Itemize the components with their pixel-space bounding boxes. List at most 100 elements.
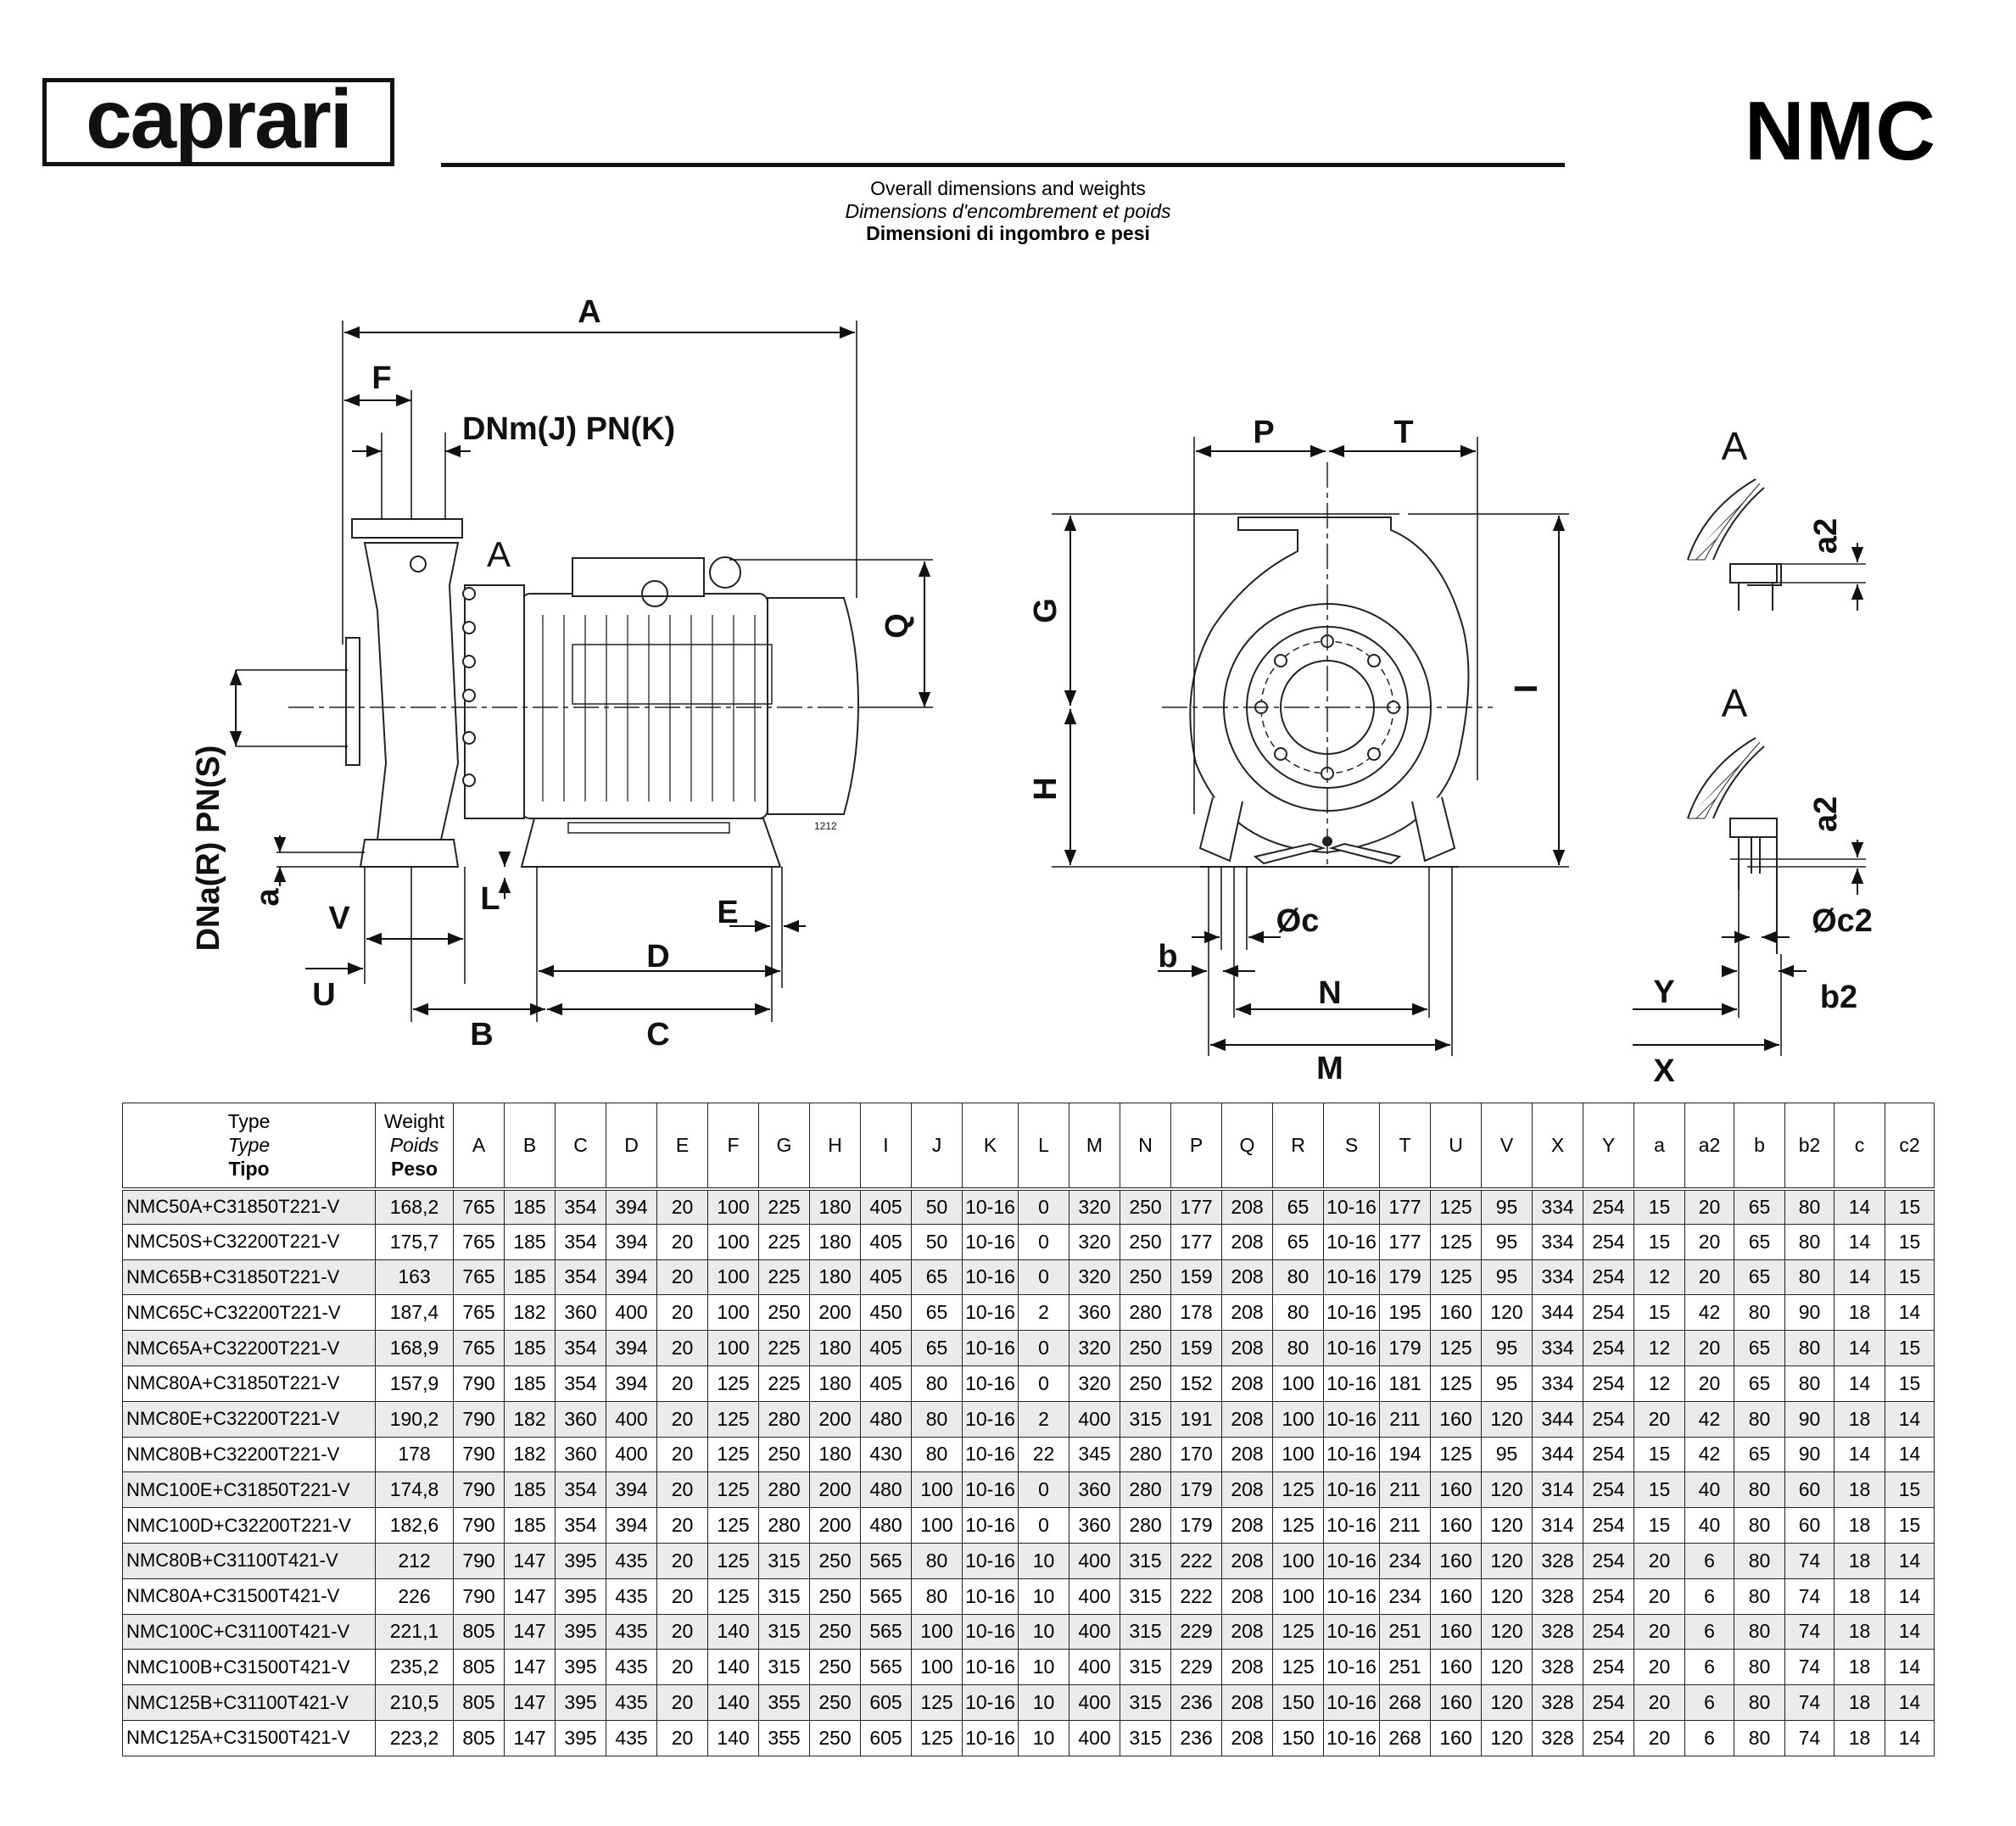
cell-x: 328 [1532,1649,1583,1686]
cable-gland [641,580,668,607]
header-col-c: C [555,1103,606,1191]
cell-k: 10-16 [962,1188,1019,1225]
cell-a: 765 [453,1223,505,1260]
cell-f: 125 [707,1365,759,1402]
cell-y: 254 [1583,1613,1634,1650]
cell-weight: 212 [375,1542,454,1579]
cell-i: 405 [860,1330,912,1366]
cell-e: 20 [656,1188,708,1225]
cell-type: NMC80B+C32200T221-V [122,1436,376,1473]
cell-q: 208 [1221,1542,1273,1579]
cell-b2: 80 [1784,1259,1835,1296]
cell-q: 208 [1221,1719,1273,1756]
cell-a: 20 [1633,1649,1685,1686]
cell-b: 65 [1734,1188,1785,1225]
cell-a: 790 [453,1507,505,1544]
cell-f: 100 [707,1223,759,1260]
cell-n: 280 [1120,1471,1171,1509]
cell-v: 120 [1481,1400,1533,1438]
cell-m: 400 [1069,1684,1120,1721]
cell-k: 10-16 [962,1719,1019,1756]
cell-l: 10 [1018,1719,1069,1756]
label-E: E [717,895,738,930]
cell-y: 254 [1583,1578,1634,1615]
cell-x: 334 [1532,1365,1583,1402]
cell-f: 100 [707,1294,759,1332]
cell-c: 354 [555,1330,606,1366]
delivery-flange [351,518,463,539]
cell-b2: 74 [1784,1613,1835,1650]
header-col-j: J [911,1103,963,1191]
cell-t: 211 [1379,1471,1431,1509]
cell-c: 354 [555,1507,606,1544]
cell-g: 280 [758,1400,810,1438]
front-bolts [1254,634,1400,780]
cell-v: 120 [1481,1294,1533,1332]
cell-v: 120 [1481,1719,1533,1756]
header-col-b2: b2 [1784,1103,1835,1191]
cell-d: 394 [606,1259,657,1296]
cell-m: 400 [1069,1719,1120,1756]
cell-d: 394 [606,1223,657,1260]
cell-h: 180 [809,1223,861,1260]
cell-b2: 60 [1784,1471,1835,1509]
series-title: NMC [1744,84,1936,177]
cell-q: 208 [1221,1471,1273,1509]
cell-l: 2 [1018,1400,1069,1438]
cell-k: 10-16 [962,1259,1019,1296]
label-detail-A2: A [1722,681,1748,725]
cell-m: 320 [1069,1223,1120,1260]
label-V: V [328,901,350,936]
cell-b2: 74 [1784,1542,1835,1579]
cell-h: 250 [809,1613,861,1650]
cell-i: 405 [860,1365,912,1402]
cell-i: 565 [860,1542,912,1579]
header-weight: Weight Poids Peso [375,1103,454,1191]
cell-d: 394 [606,1365,657,1402]
cell-y: 254 [1583,1330,1634,1366]
cell-v: 95 [1481,1259,1533,1296]
cell-j: 80 [911,1400,963,1438]
cell-c2: 14 [1885,1613,1935,1650]
title-italian: Dimensioni di ingombro e pesi [866,222,1150,244]
cell-a: 15 [1633,1436,1685,1473]
pump-casing [363,542,460,840]
label-T: T [1393,415,1413,450]
cell-c: 360 [555,1294,606,1332]
detail-dimensions [1633,891,1807,1056]
cell-type: NMC65C+C32200T221-V [122,1294,376,1332]
cell-h: 180 [809,1436,861,1473]
label-detail-A1: A [1722,424,1748,468]
cell-c2: 14 [1885,1294,1935,1332]
cell-b: 65 [1734,1330,1785,1366]
header-col-n: N [1120,1103,1171,1191]
cell-h: 200 [809,1507,861,1544]
cell-b: 147 [504,1649,556,1686]
cell-s: 10-16 [1323,1188,1380,1225]
suction-flange [345,637,360,766]
cell-a: 15 [1633,1507,1685,1544]
front-dimensions [1052,437,1569,1056]
cell-y: 254 [1583,1365,1634,1402]
cell-a: 790 [453,1542,505,1579]
cell-x: 314 [1532,1507,1583,1544]
cell-b: 80 [1734,1719,1785,1756]
cell-g: 250 [758,1436,810,1473]
cell-a: 15 [1633,1188,1685,1225]
cell-u: 160 [1430,1719,1482,1756]
label-oc: Øc [1276,903,1320,939]
cell-weight: 210,5 [375,1684,454,1721]
cell-weight: 182,6 [375,1507,454,1544]
cell-b: 185 [504,1330,556,1366]
cell-s: 10-16 [1323,1436,1380,1473]
cell-e: 20 [656,1259,708,1296]
header-col-b: b [1734,1103,1785,1191]
cell-c: 18 [1834,1684,1885,1721]
priming-plug [410,556,427,572]
cell-h: 180 [809,1365,861,1402]
